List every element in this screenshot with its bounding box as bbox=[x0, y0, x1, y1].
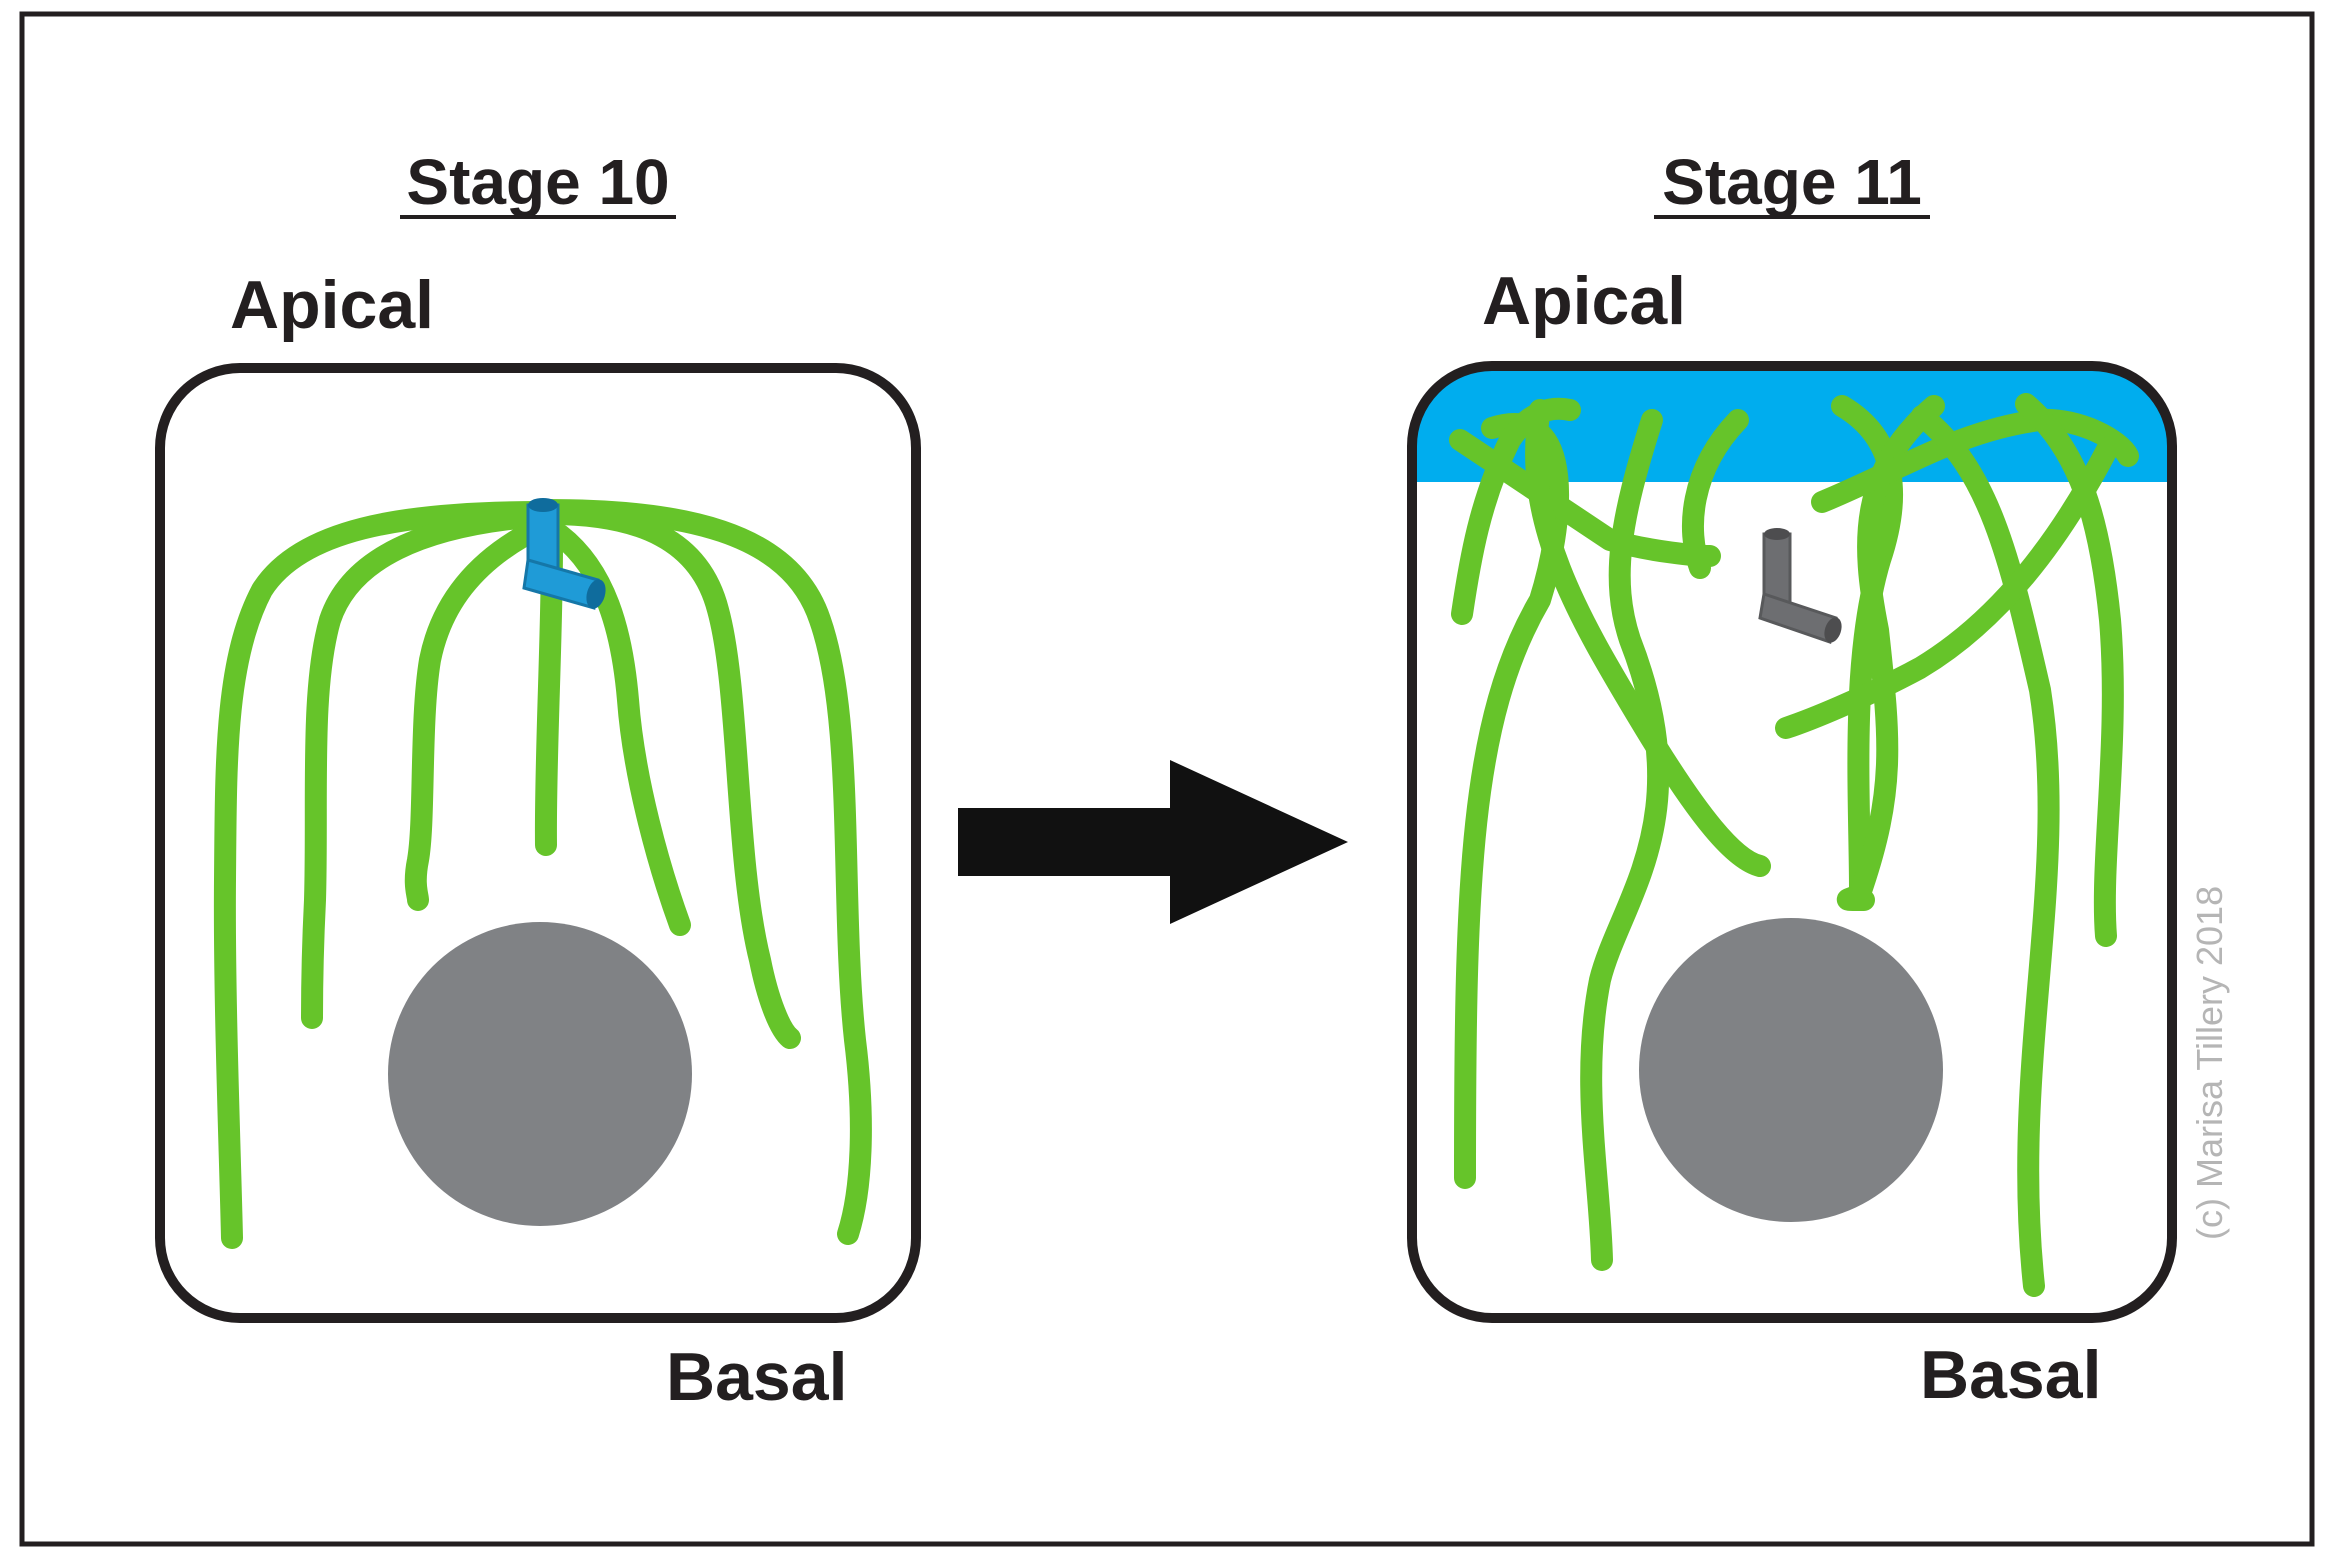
microtubule bbox=[301, 505, 551, 1029]
stage-10-nucleus bbox=[388, 922, 692, 1226]
microtubule bbox=[2015, 393, 2124, 947]
microtubule bbox=[1682, 409, 1749, 579]
microtubule bbox=[213, 501, 551, 1249]
microtubule bbox=[1911, 405, 2060, 1297]
microtubule bbox=[1525, 399, 1771, 877]
stage-10-basal-label: Basal bbox=[666, 1339, 847, 1415]
stage-11-apical-label: Apical bbox=[1482, 263, 1686, 339]
stage-11-basal-label: Basal bbox=[1920, 1337, 2101, 1413]
microtubule bbox=[539, 503, 801, 1049]
stage-11-nucleus bbox=[1639, 918, 1943, 1222]
microtubule bbox=[1811, 408, 2139, 513]
stage-10-apical-label: Apical bbox=[230, 267, 434, 343]
microtubule bbox=[404, 514, 556, 911]
copyright-text: (c) Marisa Tillery 2018 bbox=[2189, 886, 2230, 1240]
microtubule bbox=[1580, 409, 1670, 1271]
stage-10-centrosome-icon bbox=[522, 498, 606, 610]
microtubule bbox=[1454, 413, 1570, 1189]
microtubule bbox=[534, 499, 872, 1245]
stage-10-microtubules bbox=[213, 499, 872, 1249]
right-arrow-icon bbox=[958, 760, 1348, 924]
panel-stage-11: Stage 11 Apical Basal bbox=[1407, 146, 2177, 1413]
microtubule bbox=[1775, 437, 2119, 739]
stage-11-microtubules bbox=[1449, 393, 2139, 1297]
microtubule bbox=[549, 524, 691, 936]
stage-11-centrosome-icon bbox=[1758, 528, 1842, 644]
stage-11-title: Stage 11 bbox=[1662, 146, 1922, 218]
stage-11-cell-outline bbox=[1407, 361, 2177, 1323]
stage-10-title: Stage 10 bbox=[406, 146, 669, 218]
panel-stage-10: Stage 10 Apical Basal bbox=[155, 146, 921, 1415]
